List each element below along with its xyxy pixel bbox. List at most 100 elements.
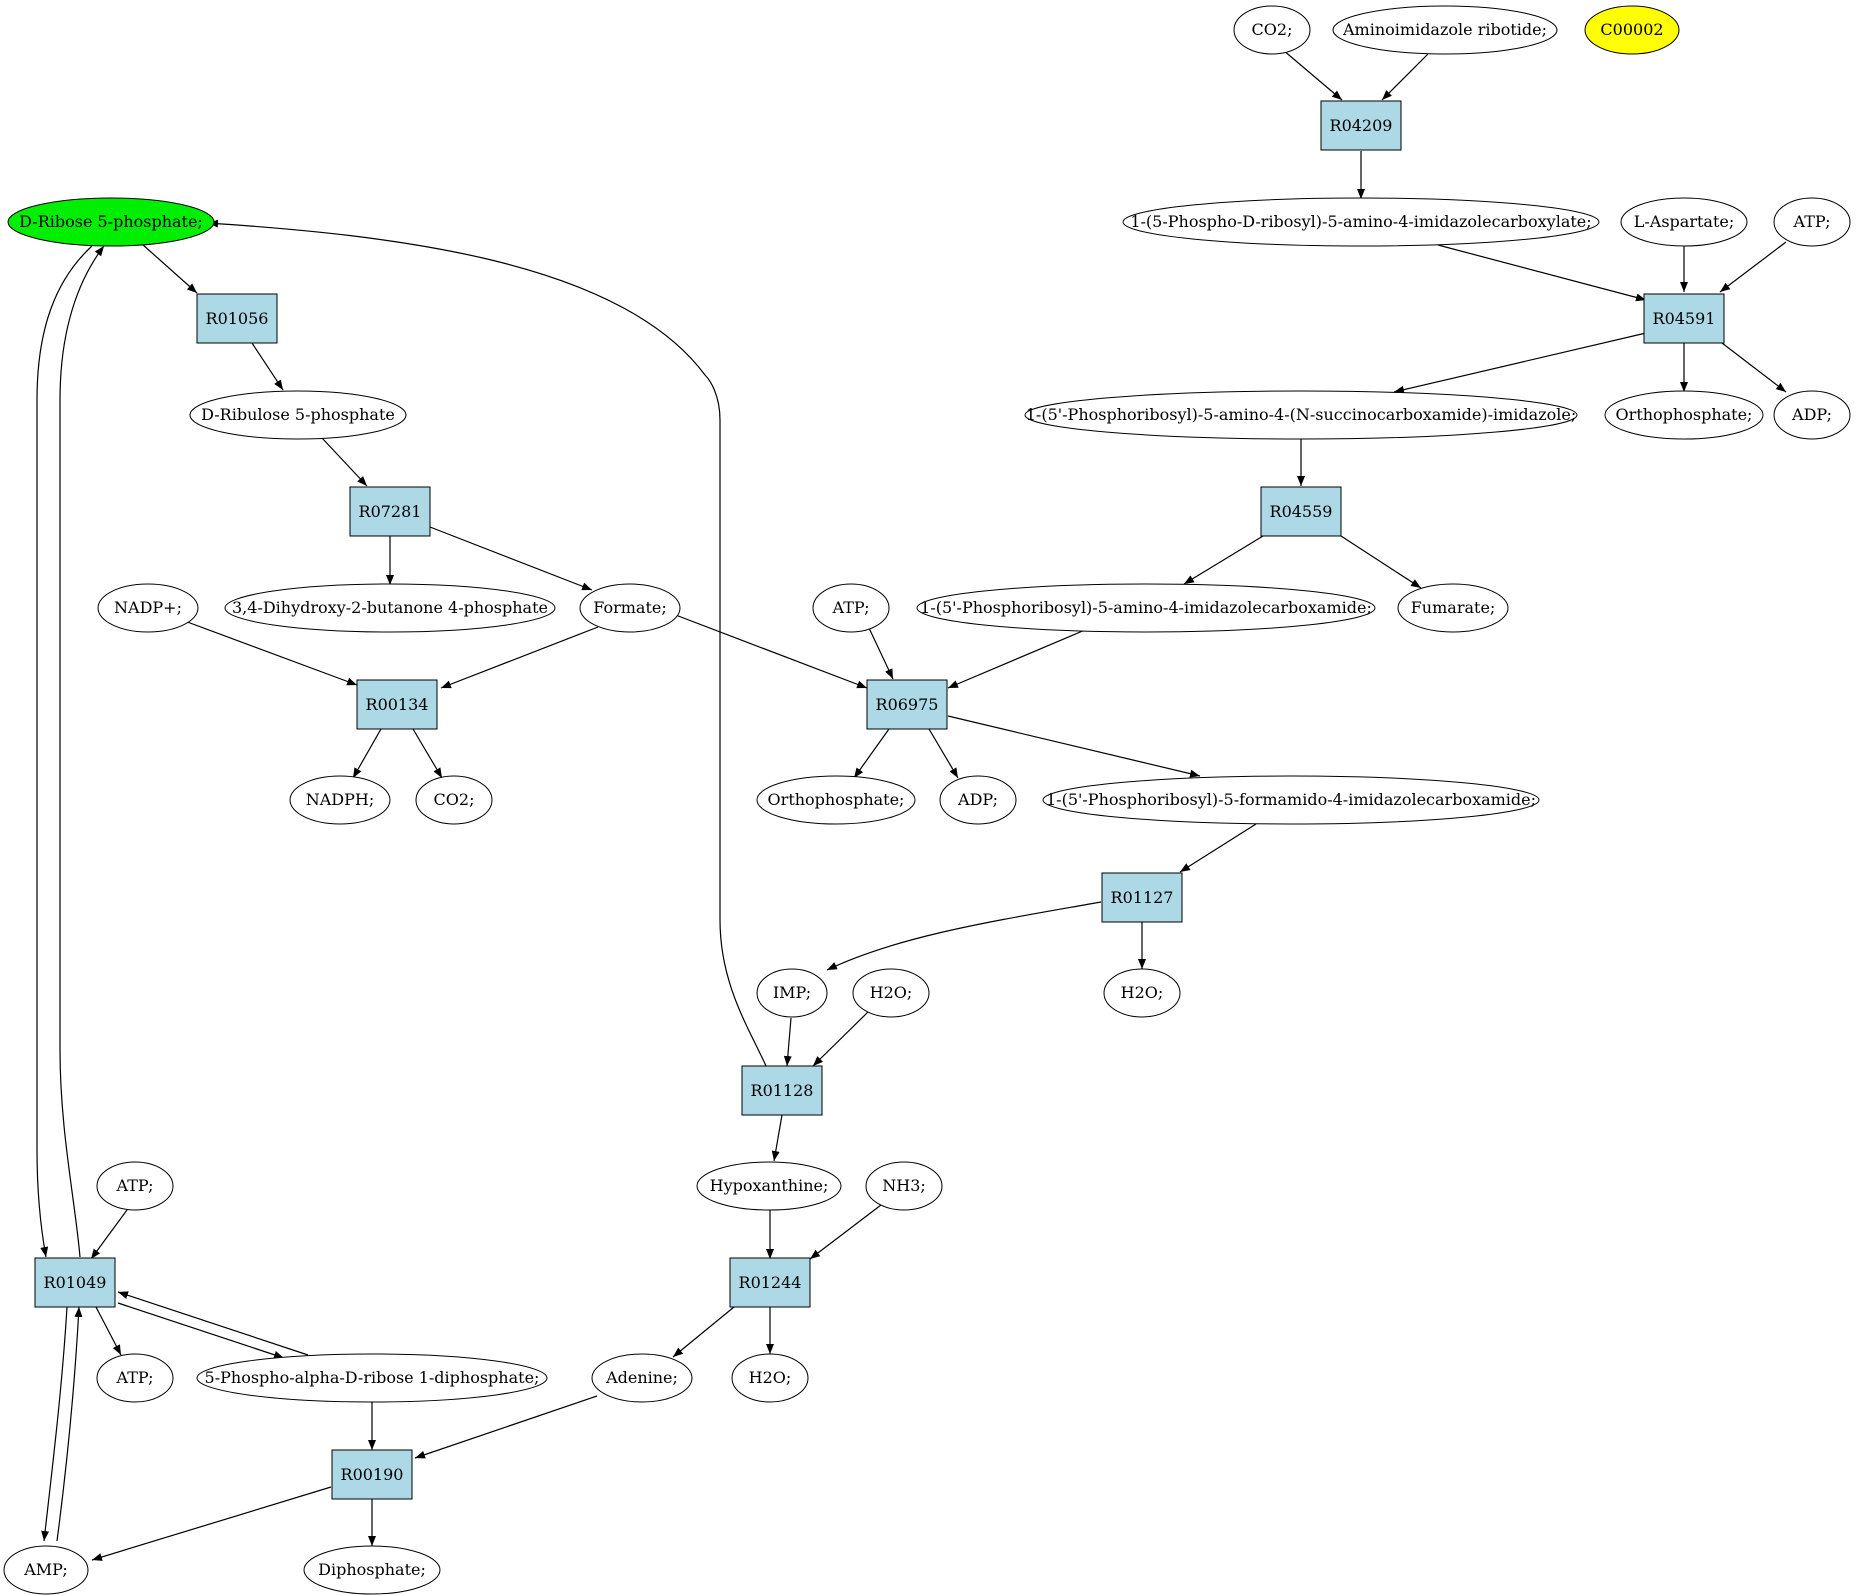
edge-r06975-to-faicar	[947, 715, 1201, 778]
edge-r04559-to-aicar	[1183, 535, 1264, 585]
compound-node-orthophosphate-r06975[interactable]: Orthophosphate;	[756, 775, 916, 825]
edge-r06975-to-orthophos	[853, 728, 890, 779]
edge-atp-to-r04591	[1719, 241, 1787, 293]
edge-r06975-to-adp	[928, 728, 959, 779]
edge-r01128-to-ribose5p	[207, 219, 767, 1067]
compound-node-faicar[interactable]: 1-(5'-Phosphoribosyl)-5-formamido-4-imid…	[1042, 775, 1540, 825]
compound-node-amp[interactable]: AMP;	[3, 1545, 89, 1595]
edge-r01244-to-adenine	[672, 1306, 735, 1358]
compound-label: ADP;	[1791, 405, 1832, 424]
reaction-node-r04209[interactable]: R04209	[1320, 100, 1402, 151]
compound-node-caair[interactable]: 1-(5-Phospho-D-ribosyl)-5-amino-4-imidaz…	[1122, 197, 1600, 247]
compound-label: ATP;	[116, 1176, 154, 1195]
compound-node-formate[interactable]: Formate;	[579, 583, 681, 633]
compound-node-diphosphate[interactable]: Diphosphate;	[303, 1545, 441, 1595]
edge-r01056-to-ribulose5p	[251, 342, 284, 391]
compound-label: C00002	[1600, 20, 1663, 39]
compound-node-aicar[interactable]: 1-(5'-Phosphoribosyl)-5-amino-4-imidazol…	[916, 583, 1376, 633]
compound-label: CO2;	[1252, 20, 1293, 39]
compound-node-atp-r01049-in[interactable]: ATP;	[96, 1161, 174, 1211]
compound-label: Orthophosphate;	[768, 790, 905, 809]
compound-node-aminoimidazole-ribotide[interactable]: Aminoimidazole ribotide;	[1332, 5, 1558, 55]
compound-node-h2o-r01127[interactable]: H2O;	[1103, 968, 1181, 1018]
compound-node-nadp[interactable]: NADP+;	[97, 583, 199, 633]
compound-label: Adenine;	[605, 1368, 678, 1387]
compound-label: ATP;	[1793, 212, 1831, 231]
reaction-node-r00134[interactable]: R00134	[356, 679, 438, 730]
compound-node-atp-r04591[interactable]: ATP;	[1773, 197, 1851, 247]
compound-label: Formate;	[593, 598, 667, 617]
compound-node-orthophosphate-r04591[interactable]: Orthophosphate;	[1604, 390, 1764, 440]
edge-imp-to-r01128	[783, 1017, 792, 1067]
edge-formate-to-r06975	[672, 613, 868, 689]
reaction-node-r07281[interactable]: R07281	[349, 486, 431, 537]
compound-node-nadph[interactable]: NADPH;	[289, 775, 391, 825]
compound-node-prpp[interactable]: 5-Phospho-alpha-D-ribose 1-diphosphate;	[196, 1353, 548, 1403]
compound-label: ATP;	[116, 1368, 154, 1387]
compound-node-nh3[interactable]: NH3;	[865, 1161, 943, 1211]
reaction-label: R01049	[44, 1273, 107, 1292]
edge-ribose5p-to-r01056	[141, 243, 198, 294]
reaction-node-r01128[interactable]: R01128	[741, 1065, 823, 1116]
reaction-label: R01128	[751, 1081, 814, 1100]
reaction-node-r01244[interactable]: R01244	[729, 1257, 811, 1308]
compound-node-imp[interactable]: IMP;	[756, 968, 828, 1018]
compound-node-h2o-r01244[interactable]: H2O;	[731, 1353, 809, 1403]
reaction-node-r01049[interactable]: R01049	[34, 1257, 116, 1308]
compound-label: Orthophosphate;	[1616, 405, 1753, 424]
reaction-node-r01127[interactable]: R01127	[1101, 872, 1183, 923]
compound-node-co2[interactable]: CO2;	[1233, 5, 1311, 55]
compound-node-d-ribulose-5-phosphate[interactable]: D-Ribulose 5-phosphate	[189, 390, 407, 440]
reaction-node-r00190[interactable]: R00190	[331, 1449, 413, 1500]
compound-label: 1-(5'-Phosphoribosyl)-5-formamido-4-imid…	[1046, 790, 1536, 809]
compound-node-adp-r06975[interactable]: ADP;	[939, 775, 1017, 825]
edge-nh3-to-r01244	[809, 1204, 882, 1260]
reaction-node-r04559[interactable]: R04559	[1260, 486, 1342, 537]
compound-label: 1-(5'-Phosphoribosyl)-5-amino-4-(N-succi…	[1026, 405, 1577, 424]
reaction-node-r01056[interactable]: R01056	[196, 293, 278, 344]
edge-r00134-to-co2	[412, 728, 443, 779]
compound-node-h2o-r01128[interactable]: H2O;	[852, 968, 930, 1018]
compound-node-saicar[interactable]: 1-(5'-Phosphoribosyl)-5-amino-4-(N-succi…	[1024, 390, 1578, 440]
compound-node-c00002[interactable]: C00002	[1584, 5, 1680, 55]
compound-label: Hypoxanthine;	[710, 1176, 829, 1195]
compound-label: 5-Phospho-alpha-D-ribose 1-diphosphate;	[205, 1368, 540, 1387]
edge-air-to-r04209	[1381, 53, 1429, 101]
compound-label: NADPH;	[306, 790, 375, 809]
compound-node-adp-r04591[interactable]: ADP;	[1773, 390, 1851, 440]
compound-label: L-Aspartate;	[1634, 212, 1734, 231]
compound-label: ADP;	[957, 790, 998, 809]
compound-node-l-aspartate[interactable]: L-Aspartate;	[1620, 197, 1748, 247]
edge-nadp-to-r00134	[181, 619, 358, 686]
compound-label: Aminoimidazole ribotide;	[1342, 20, 1547, 39]
edge-atp-to-r01049	[90, 1209, 128, 1260]
compound-layer: CO2; Aminoimidazole ribotide; C00002 D-R…	[3, 5, 1851, 1595]
edge-r00190-to-amp	[91, 1486, 332, 1561]
compound-node-co2-r00134[interactable]: CO2;	[415, 775, 493, 825]
edge-adenine-to-r00190	[414, 1395, 598, 1459]
compound-node-fumarate[interactable]: Fumarate;	[1397, 583, 1509, 633]
compound-node-dhbp[interactable]: 3,4-Dihydroxy-2-butanone 4-phosphate	[224, 583, 556, 633]
compound-label: NADP+;	[114, 598, 182, 617]
compound-node-d-ribose-5-phosphate[interactable]: D-Ribose 5-phosphate;	[7, 197, 215, 247]
reaction-layer: R04209 R01056 R04591 R07281 R04559 R0013…	[34, 100, 1725, 1500]
reaction-node-r04591[interactable]: R04591	[1643, 293, 1725, 344]
reaction-label: R00134	[366, 695, 429, 714]
compound-label: CO2;	[434, 790, 475, 809]
compound-node-adenine[interactable]: Adenine;	[591, 1353, 693, 1403]
compound-label: H2O;	[749, 1368, 792, 1387]
edge-r01128-to-hypoxanthine	[771, 1114, 783, 1162]
compound-label: Fumarate;	[1411, 598, 1496, 617]
compound-node-atp-r01049-out[interactable]: ATP;	[96, 1353, 174, 1403]
edge-ribose5p-to-r01049	[36, 245, 93, 1258]
compound-node-atp-r06975[interactable]: ATP;	[812, 583, 890, 633]
edge-aicar-to-r06975	[947, 629, 1086, 689]
compound-node-hypoxanthine[interactable]: Hypoxanthine;	[696, 1161, 842, 1211]
compound-label: 3,4-Dihydroxy-2-butanone 4-phosphate	[232, 598, 548, 617]
edge-r01127-to-imp	[826, 901, 1102, 971]
edge-ribulose5p-to-r07281	[321, 437, 368, 487]
reaction-node-r06975[interactable]: R06975	[866, 679, 948, 730]
edge-atp-to-r06975	[868, 627, 894, 680]
compound-label: Diphosphate;	[318, 1560, 426, 1579]
